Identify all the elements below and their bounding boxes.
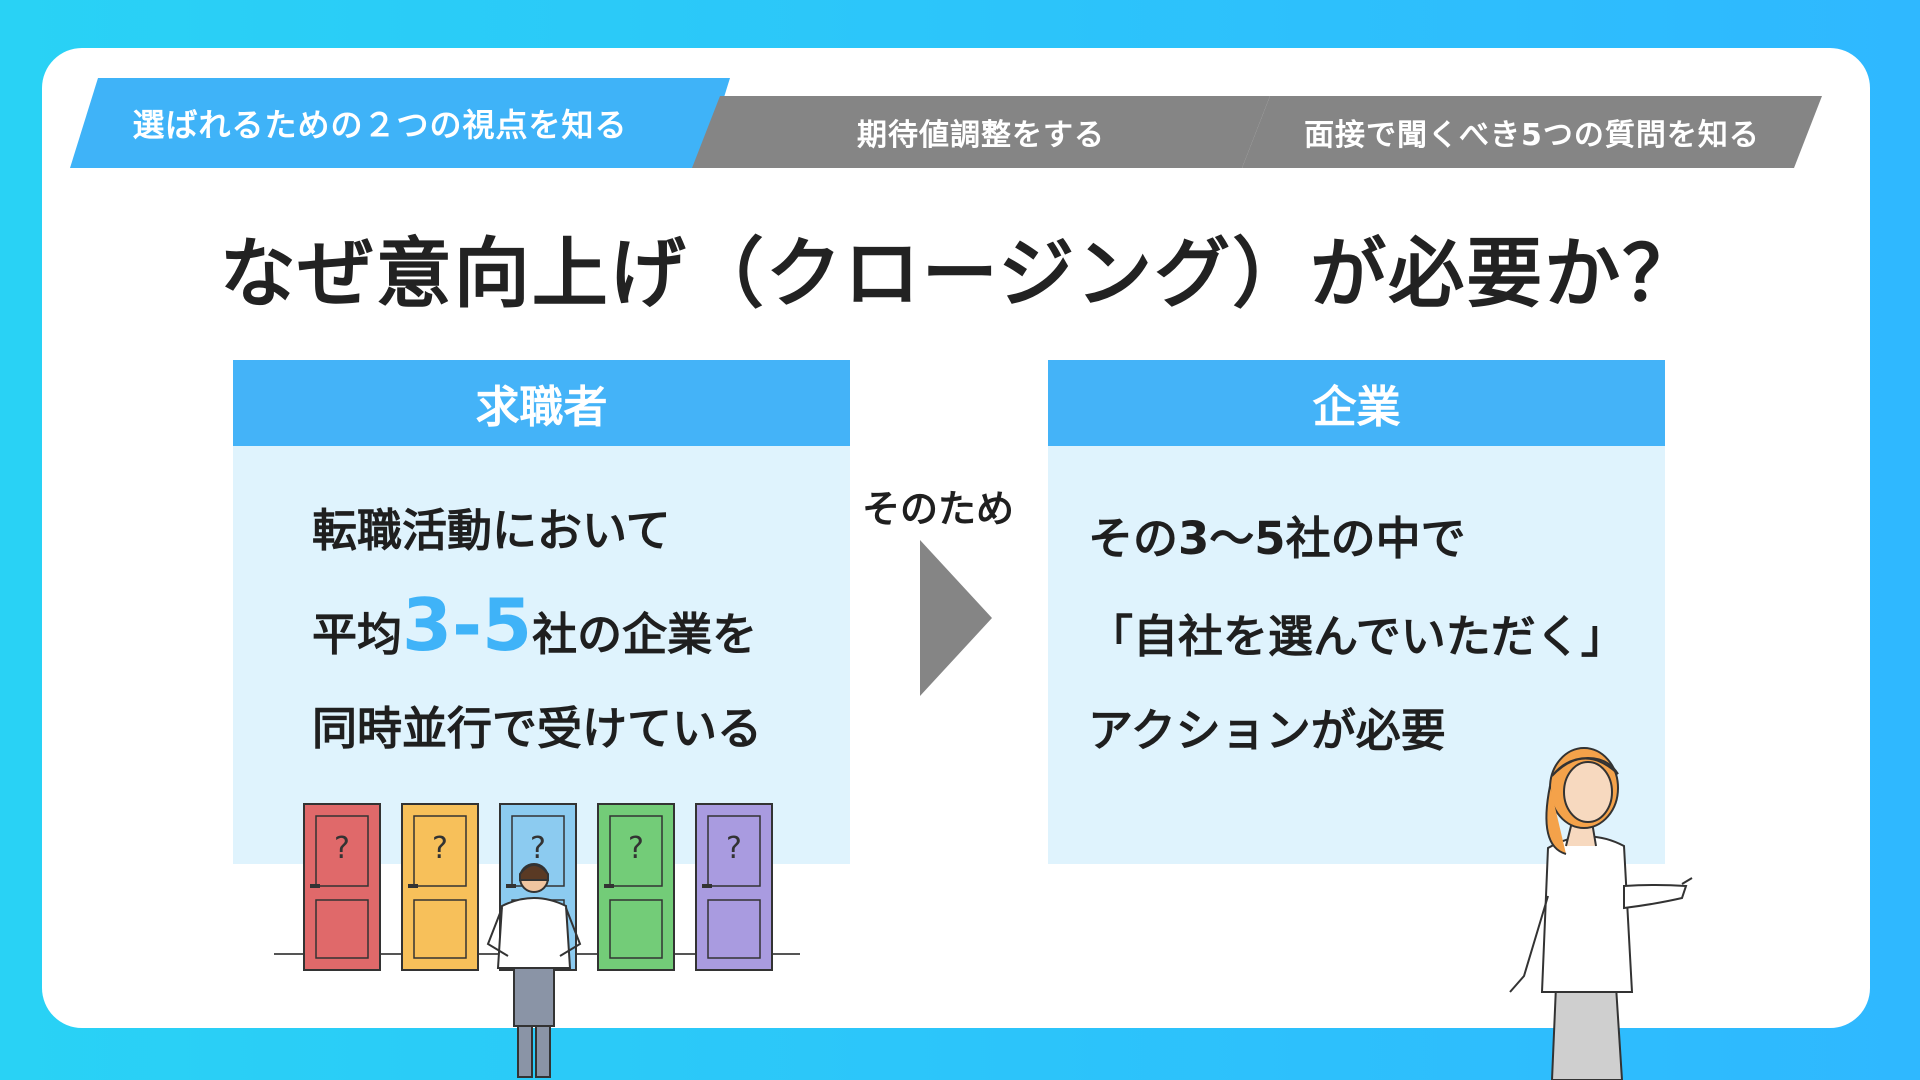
doors-illustration: ?????	[274, 803, 800, 1078]
door-question-mark: ?	[432, 831, 448, 866]
step-tab-2[interactable]: 期待値調整をする	[692, 96, 1270, 168]
step-label: 選ばれるための２つの視点を知る	[132, 106, 628, 144]
right-line-3: アクション​が必要	[1088, 704, 1446, 757]
bridge-text: そのため	[862, 487, 1015, 531]
step-label: 期待値調整をする	[857, 118, 1105, 153]
woman-illustration	[1509, 747, 1693, 1080]
left-line-3: 同時並行で受けている	[312, 702, 763, 755]
door-question-mark: ?	[530, 831, 546, 866]
step-label: 面接で聞くべき5つの質問を知る	[1304, 118, 1760, 153]
person-figure	[486, 863, 582, 1078]
panel-header: 求職者	[233, 360, 850, 446]
left-line-2: 平均3-5社の企業を	[312, 580, 757, 680]
left-line-2-post: 社の企業を	[532, 608, 758, 661]
door-2: ?	[401, 803, 479, 971]
left-line-2-pre: 平均	[312, 608, 403, 661]
panel-header: 企業	[1048, 360, 1665, 446]
job-seeker-panel: 求職者	[233, 360, 850, 864]
highlight-number: 3-5	[402, 583, 533, 667]
right-line-1: その3〜5社の中で	[1088, 512, 1466, 565]
right-line-2: 「自社を選んでいただく」	[1088, 610, 1626, 663]
door-question-mark: ?	[726, 831, 742, 866]
door-1: ?	[303, 803, 381, 971]
door-5: ?	[695, 803, 773, 971]
step-tab-1[interactable]: 選ばれるための２つの視点を知る	[70, 78, 730, 168]
door-4: ?	[597, 803, 675, 971]
step-tab-3[interactable]: 面接で聞くべき5つの質問を知る	[1242, 96, 1822, 168]
door-question-mark: ?	[628, 831, 644, 866]
left-line-1: 転職活動において	[312, 504, 671, 557]
door-question-mark: ?	[334, 831, 350, 866]
slide-title: なぜ意向上げ（クロージング）が必要か？	[219, 229, 1701, 318]
